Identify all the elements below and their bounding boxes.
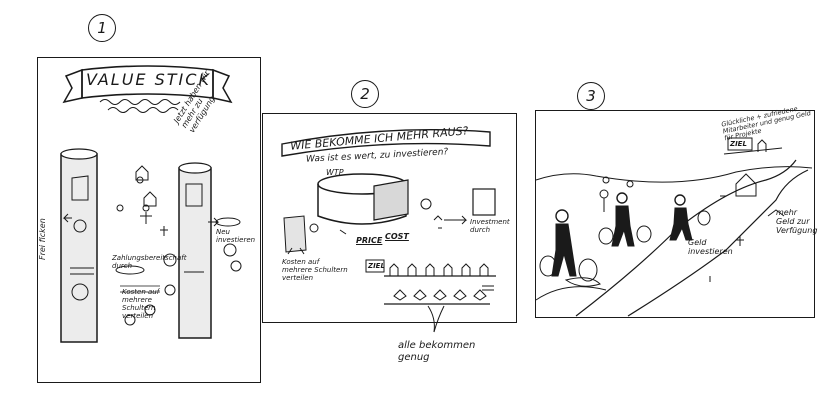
panel-2-left-box (283, 215, 307, 255)
panel-1-right-label: Neu investieren (216, 228, 256, 244)
panel-1-number: 1 (88, 14, 116, 42)
cost-label: COST (385, 232, 409, 241)
panel-2-left-label: Kosten auf mehrere Schultern verteilen (282, 258, 348, 282)
panel-1-doodles (62, 165, 242, 326)
panel-2-right-label: Investment durch (470, 218, 510, 234)
banner-title: VALUE STICK (86, 70, 211, 89)
panel-2-doodles (309, 198, 468, 235)
panel-3-mehr-label: mehr Geld zur Verfügung (776, 208, 818, 235)
annotation-pointer (427, 305, 445, 333)
left-value-stick (60, 148, 98, 343)
panel-3-geld-label: Geld investieren (688, 238, 733, 256)
panel-1-middle-label: Zahlungsbereitschaft durch (112, 254, 187, 270)
squiggle-decoration (99, 99, 181, 113)
panel-2-annotation: alle bekommen genug (398, 340, 476, 363)
panel-2-ziel-label: ZIEL (368, 262, 385, 270)
panel-3-goal-sign (723, 137, 783, 155)
right-value-stick (178, 162, 212, 339)
walking-people-with-money-bags (539, 189, 711, 287)
landscape-path (535, 159, 813, 317)
value-stick-banner (62, 65, 233, 104)
price-label: PRICE (356, 236, 383, 245)
panel-2-title-banner (281, 129, 491, 157)
panel-1-left-label: Frei ficken (38, 218, 47, 260)
panel-2-number: 2 (351, 80, 379, 108)
panel-3-number: 3 (577, 82, 605, 110)
panel-3-ziel-label: ZIEL (730, 140, 747, 148)
wtp-label: WTP (326, 168, 344, 177)
cheese-wheel-illustration (317, 173, 409, 225)
ziel-houses-row (365, 259, 496, 305)
panel-3-doodles (602, 176, 785, 282)
panel-2-right-box (472, 188, 496, 216)
